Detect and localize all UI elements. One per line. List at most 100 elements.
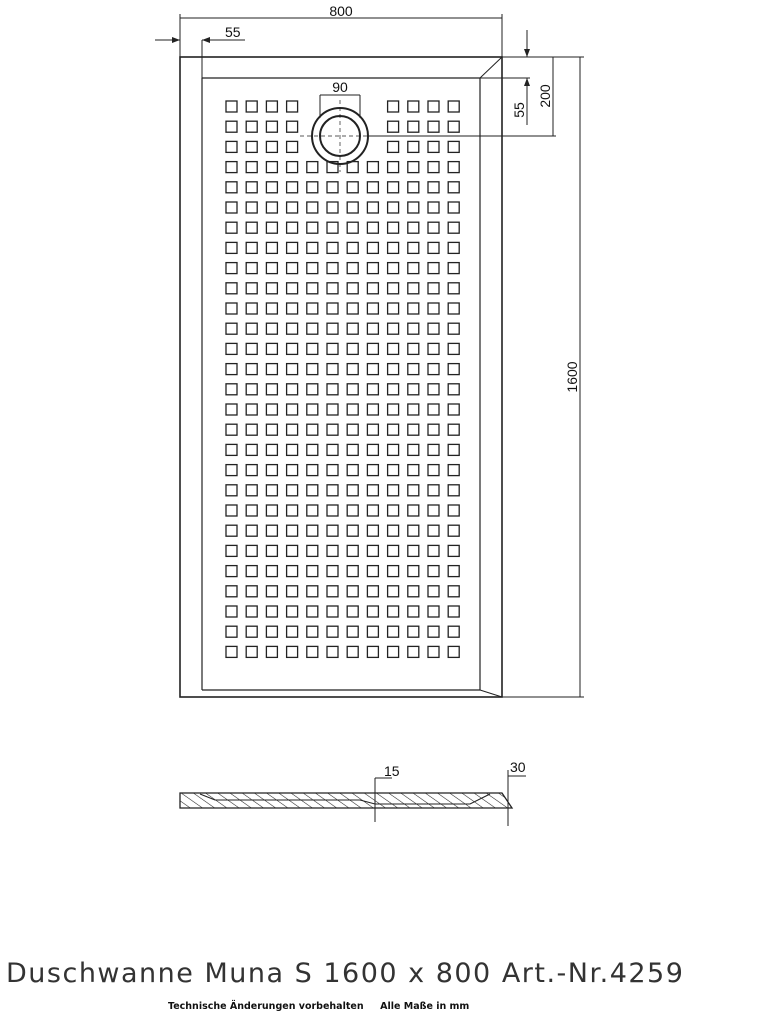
tile-square	[366, 645, 380, 659]
tile-square	[386, 463, 400, 477]
tile-square	[326, 564, 339, 578]
tile-square	[386, 544, 400, 558]
tile-square	[285, 282, 299, 295]
tile-square	[407, 605, 420, 618]
tile-square	[366, 484, 380, 497]
arrow-rimleft-a	[172, 37, 180, 43]
tile-square	[386, 362, 400, 376]
tile-square	[407, 443, 420, 457]
tile-square	[306, 625, 319, 638]
tile-square	[427, 241, 440, 255]
tile-square	[285, 302, 299, 315]
tile-square	[447, 100, 460, 113]
tile-square	[346, 362, 359, 376]
tile-square	[306, 443, 319, 457]
tile-pattern	[225, 100, 460, 659]
tile-square	[366, 423, 380, 436]
tile-square	[265, 605, 279, 618]
tile-square	[265, 585, 279, 598]
tile-square	[386, 605, 400, 618]
tile-square	[225, 403, 238, 416]
tile-square	[245, 645, 258, 659]
tile-square	[346, 504, 359, 517]
tile-square	[386, 322, 400, 335]
tile-square	[326, 605, 339, 618]
tile-square	[447, 282, 460, 295]
tile-square	[285, 140, 299, 154]
tile-square	[245, 403, 258, 416]
tile-square	[225, 544, 238, 558]
tile-square	[265, 564, 279, 578]
tile-square	[407, 160, 420, 174]
tile-square	[225, 120, 238, 133]
tile-square	[245, 201, 258, 214]
tile-square	[265, 504, 279, 517]
tile-square	[306, 585, 319, 598]
tile-square	[245, 100, 258, 113]
tile-square	[245, 160, 258, 174]
tile-square	[346, 181, 359, 194]
tile-square	[245, 261, 258, 275]
dim-length-label: 1600	[564, 361, 580, 392]
tile-square	[407, 100, 420, 113]
tile-square	[225, 443, 238, 457]
tile-square	[326, 443, 339, 457]
tile-square	[447, 160, 460, 174]
tile-square	[346, 201, 359, 214]
tile-square	[225, 605, 238, 618]
tile-square	[285, 120, 299, 133]
tile-square	[245, 322, 258, 335]
tile-square	[285, 625, 299, 638]
tile-square	[265, 625, 279, 638]
tile-square	[427, 524, 440, 537]
tile-square	[225, 423, 238, 436]
tile-square	[346, 443, 359, 457]
tile-square	[225, 463, 238, 477]
tile-square	[225, 221, 238, 234]
tile-square	[447, 645, 460, 659]
tray-outline	[179, 56, 503, 698]
tile-square	[447, 605, 460, 618]
tile-square	[427, 181, 440, 194]
tile-square	[306, 564, 319, 578]
tile-square	[366, 241, 380, 255]
dim-height-label: 30	[510, 759, 526, 775]
tile-square	[407, 484, 420, 497]
tile-square	[265, 160, 279, 174]
tile-square	[366, 504, 380, 517]
tile-square	[265, 282, 279, 295]
dim-drain-dia-label: 90	[332, 79, 348, 95]
tile-square	[427, 322, 440, 335]
tile-square	[447, 544, 460, 558]
tile-square	[447, 322, 460, 335]
tile-square	[306, 160, 319, 174]
tile-square	[427, 625, 440, 638]
tile-square	[306, 221, 319, 234]
tile-square	[245, 605, 258, 618]
tile-square	[427, 544, 440, 558]
tile-square	[306, 504, 319, 517]
tile-square	[366, 605, 380, 618]
tile-square	[447, 383, 460, 396]
tile-square	[265, 463, 279, 477]
tile-square	[285, 403, 299, 416]
tile-square	[386, 241, 400, 255]
tile-square	[306, 645, 319, 659]
tile-square	[386, 342, 400, 356]
tile-square	[225, 140, 238, 154]
tile-square	[225, 645, 238, 659]
drawing-title: Duschwanne Muna S 1600 x 800 Art.-Nr.425…	[6, 958, 685, 989]
tile-square	[447, 625, 460, 638]
tile-square	[245, 221, 258, 234]
tile-square	[326, 524, 339, 537]
tile-square	[447, 463, 460, 477]
tile-square	[265, 403, 279, 416]
tile-square	[225, 362, 238, 376]
tile-square	[245, 342, 258, 356]
tile-square	[265, 342, 279, 356]
tile-square	[265, 544, 279, 558]
tile-square	[447, 181, 460, 194]
tile-square	[447, 403, 460, 416]
tile-square	[386, 221, 400, 234]
